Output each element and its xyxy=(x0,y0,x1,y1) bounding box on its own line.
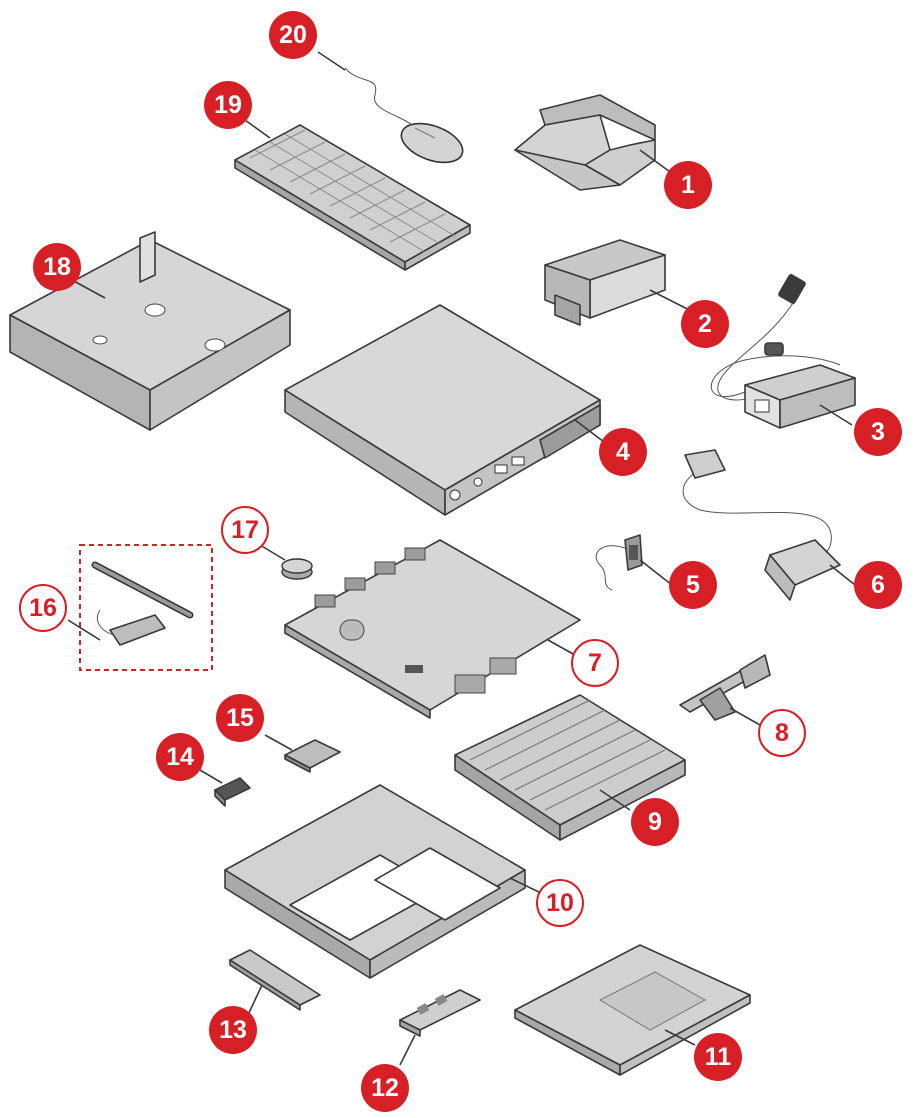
part-clip xyxy=(214,777,251,807)
leader-20 xyxy=(317,51,346,71)
leader-19 xyxy=(244,119,271,139)
part-keyboard xyxy=(234,124,471,271)
part-power-adapter xyxy=(710,274,856,429)
callout-13: 13 xyxy=(209,1006,257,1054)
leader-13 xyxy=(247,984,263,1016)
callout-3: 3 xyxy=(854,408,902,456)
leader-6 xyxy=(829,564,856,586)
callout-label: 10 xyxy=(546,889,574,917)
callout-1: 1 xyxy=(664,161,712,209)
callout-label: 18 xyxy=(43,253,71,281)
callout-label: 1 xyxy=(681,171,695,199)
part-vertical-stand xyxy=(514,94,656,191)
callout-19: 19 xyxy=(204,81,252,129)
callout-7: 7 xyxy=(571,639,619,687)
callout-11: 11 xyxy=(694,1033,742,1081)
part-wireless-card xyxy=(284,739,341,773)
callout-10: 10 xyxy=(536,879,584,927)
callout-label: 3 xyxy=(871,418,885,446)
callout-2: 2 xyxy=(681,300,729,348)
callout-9: 9 xyxy=(631,798,679,846)
part-mount-bracket xyxy=(544,239,666,326)
leader-12 xyxy=(399,1034,416,1066)
leader-17 xyxy=(259,544,286,561)
part-system-board xyxy=(284,539,581,719)
part-heat-sink xyxy=(454,694,686,841)
part-computer-unit xyxy=(284,304,601,516)
callout-6: 6 xyxy=(854,561,902,609)
callout-label: 11 xyxy=(705,1043,732,1071)
part-internal-speaker xyxy=(595,534,643,591)
callout-label: 8 xyxy=(775,719,789,747)
callout-17: 17 xyxy=(221,506,269,554)
part-bracket-enclosure xyxy=(9,231,291,431)
part-storage-drive xyxy=(229,949,321,1011)
callout-label: 12 xyxy=(371,1074,399,1102)
callout-label: 20 xyxy=(279,21,307,49)
callout-label: 17 xyxy=(231,516,259,544)
callout-label: 15 xyxy=(226,704,254,732)
callout-20: 20 xyxy=(269,11,317,59)
leader-7 xyxy=(547,639,576,656)
leader-14 xyxy=(199,769,223,784)
part-small-bracket xyxy=(679,654,771,721)
part-mouse xyxy=(344,67,464,164)
callout-label: 13 xyxy=(219,1016,247,1044)
callout-15: 15 xyxy=(216,694,264,742)
callout-label: 7 xyxy=(588,649,602,677)
leader-15 xyxy=(264,734,293,751)
callout-label: 19 xyxy=(214,91,242,119)
callout-16: 16 xyxy=(19,584,67,632)
callout-8: 8 xyxy=(758,709,806,757)
part-power-cord xyxy=(682,449,841,601)
callout-label: 9 xyxy=(648,808,662,836)
callout-5: 5 xyxy=(669,561,717,609)
callout-label: 6 xyxy=(871,571,885,599)
callout-label: 16 xyxy=(29,594,57,622)
callout-14: 14 xyxy=(156,733,204,781)
callout-label: 2 xyxy=(698,310,712,338)
callout-label: 14 xyxy=(166,743,194,771)
leader-16 xyxy=(67,619,101,641)
part-bottom-cover xyxy=(514,944,751,1076)
callout-12: 12 xyxy=(361,1064,409,1112)
part-coin-battery xyxy=(281,558,313,580)
leader-9 xyxy=(599,789,631,811)
leader-5 xyxy=(639,559,673,586)
part-antenna-kit xyxy=(79,544,213,671)
leader-3 xyxy=(819,404,853,426)
part-memory-module xyxy=(399,989,481,1037)
callout-label: 4 xyxy=(616,438,630,466)
callout-4: 4 xyxy=(599,428,647,476)
callout-label: 5 xyxy=(686,571,700,599)
leader-18 xyxy=(71,279,106,299)
leader-11 xyxy=(664,1029,696,1046)
callout-18: 18 xyxy=(33,243,81,291)
part-chassis xyxy=(224,784,526,979)
leader-8 xyxy=(729,707,761,726)
